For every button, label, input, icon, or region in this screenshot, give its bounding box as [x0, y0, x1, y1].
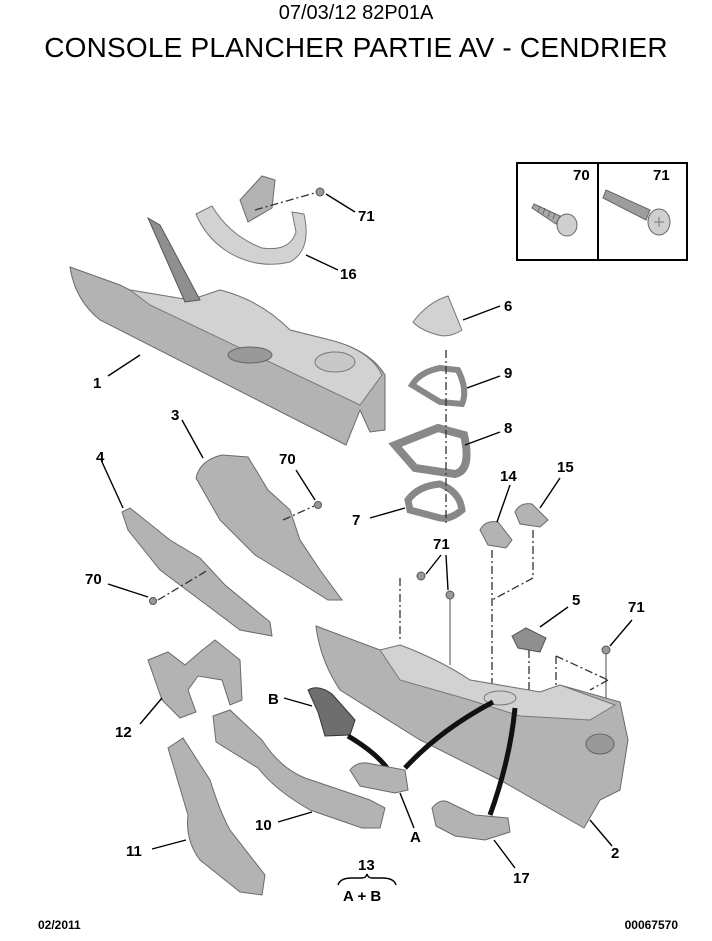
callout-15: 15 — [557, 459, 574, 476]
leader-71-mid-a — [425, 554, 442, 575]
part-B-ashtray-lid — [307, 687, 356, 737]
screw-71-right — [601, 645, 611, 655]
callout-7: 7 — [352, 512, 360, 529]
leader-2 — [589, 819, 613, 847]
leader-71-right — [609, 619, 633, 647]
callout-6: 6 — [504, 298, 512, 315]
part-8-trim-plate — [388, 423, 471, 479]
leader-10 — [277, 811, 313, 823]
leader-9 — [466, 375, 501, 389]
screw-71-top — [315, 187, 325, 197]
screw-71-mid-a — [416, 571, 426, 581]
diagram-date-reference: 07/03/12 82P01A — [278, 2, 434, 24]
inset-label-70: 70 — [573, 167, 590, 184]
screw-70-right — [314, 501, 322, 509]
callout-11: 11 — [126, 843, 142, 860]
callout-10: 10 — [255, 817, 272, 834]
callout-17: 17 — [513, 870, 530, 887]
inset-label-71: 71 — [653, 167, 670, 184]
part-10-air-duct — [212, 709, 386, 829]
callout-B: B — [268, 691, 279, 708]
part-13-kit-label: 13 A + B — [337, 857, 397, 905]
leader-3 — [181, 419, 204, 459]
part-4-side-trim — [121, 507, 273, 637]
part-12-air-duct — [147, 639, 243, 719]
leader-16 — [305, 254, 339, 271]
callout-2: 2 — [611, 845, 619, 862]
dash-line — [555, 655, 609, 681]
assembly-arrow-17 — [487, 707, 518, 816]
leader-B — [283, 697, 313, 707]
footer-diagram-number: 00067570 — [624, 918, 678, 932]
callout-71-mid: 71 — [433, 536, 450, 553]
part-14-switch-cap — [479, 521, 513, 549]
leader-1 — [107, 354, 141, 377]
callout-14: 14 — [500, 468, 517, 485]
leader-15 — [539, 477, 561, 509]
leader-70-right — [295, 469, 316, 501]
dash-line — [589, 679, 609, 691]
diagram-title: CONSOLE PLANCHER PARTIE AV - CENDRIER — [44, 32, 668, 63]
leader-17 — [493, 839, 516, 869]
leader-14 — [496, 484, 511, 523]
part-6-gear-knob-boot — [412, 295, 463, 337]
assembly-arrow-A — [403, 699, 495, 770]
screw-70-icon — [531, 203, 578, 237]
callout-8: 8 — [504, 420, 512, 437]
part-11-air-duct — [167, 737, 266, 896]
leader-70-left — [107, 583, 149, 598]
leader-71-top — [325, 193, 356, 213]
leader-8 — [464, 431, 501, 446]
screw-71-icon — [602, 189, 671, 236]
part-9-trim-ring — [407, 364, 468, 408]
callout-13: 13 — [358, 857, 375, 874]
leader-11 — [151, 839, 187, 850]
part-15-switch-cap — [514, 503, 549, 528]
leader-7 — [369, 507, 406, 519]
leader-12 — [139, 697, 163, 725]
dash-line — [157, 569, 209, 601]
callout-1: 1 — [93, 375, 101, 392]
callout-3: 3 — [171, 407, 179, 424]
leader-5 — [539, 606, 569, 628]
callout-71-right: 71 — [628, 599, 645, 616]
fastener-inset: 70 71 — [516, 162, 688, 261]
part-3-side-panel — [195, 454, 343, 601]
part-A-ashtray-body — [349, 762, 409, 794]
callout-70-left: 70 — [85, 571, 102, 588]
assembly-arrow-B — [346, 733, 389, 770]
dash-line — [282, 505, 315, 521]
part-1-floor-console-front — [69, 216, 386, 446]
part-17-bracket — [431, 800, 511, 841]
dash-line — [491, 577, 534, 601]
leader-6 — [462, 305, 501, 321]
callout-9: 9 — [504, 365, 512, 382]
brace-icon — [337, 873, 397, 886]
leader-71-mid-b — [445, 554, 449, 591]
screw-70-left — [149, 597, 157, 605]
callout-12: 12 — [115, 724, 132, 741]
callout-16: 16 — [340, 266, 357, 283]
leader-A — [399, 792, 415, 829]
dash-line — [254, 191, 319, 211]
callout-A: A — [410, 829, 421, 846]
callout-5: 5 — [572, 592, 580, 609]
screw-71-mid-b — [445, 590, 455, 600]
part-2-floor-console-assembly — [315, 625, 629, 829]
callout-70-right: 70 — [279, 451, 296, 468]
callout-71-top: 71 — [358, 208, 375, 225]
part-5-switch-module — [511, 627, 547, 653]
callout-4: 4 — [96, 449, 105, 466]
part-16-gear-bezel — [195, 175, 307, 265]
footer-date: 02/2011 — [38, 918, 81, 932]
part-7-frame — [404, 480, 466, 522]
callout-13-subtitle: A + B — [343, 888, 381, 905]
leader-4 — [101, 461, 124, 509]
